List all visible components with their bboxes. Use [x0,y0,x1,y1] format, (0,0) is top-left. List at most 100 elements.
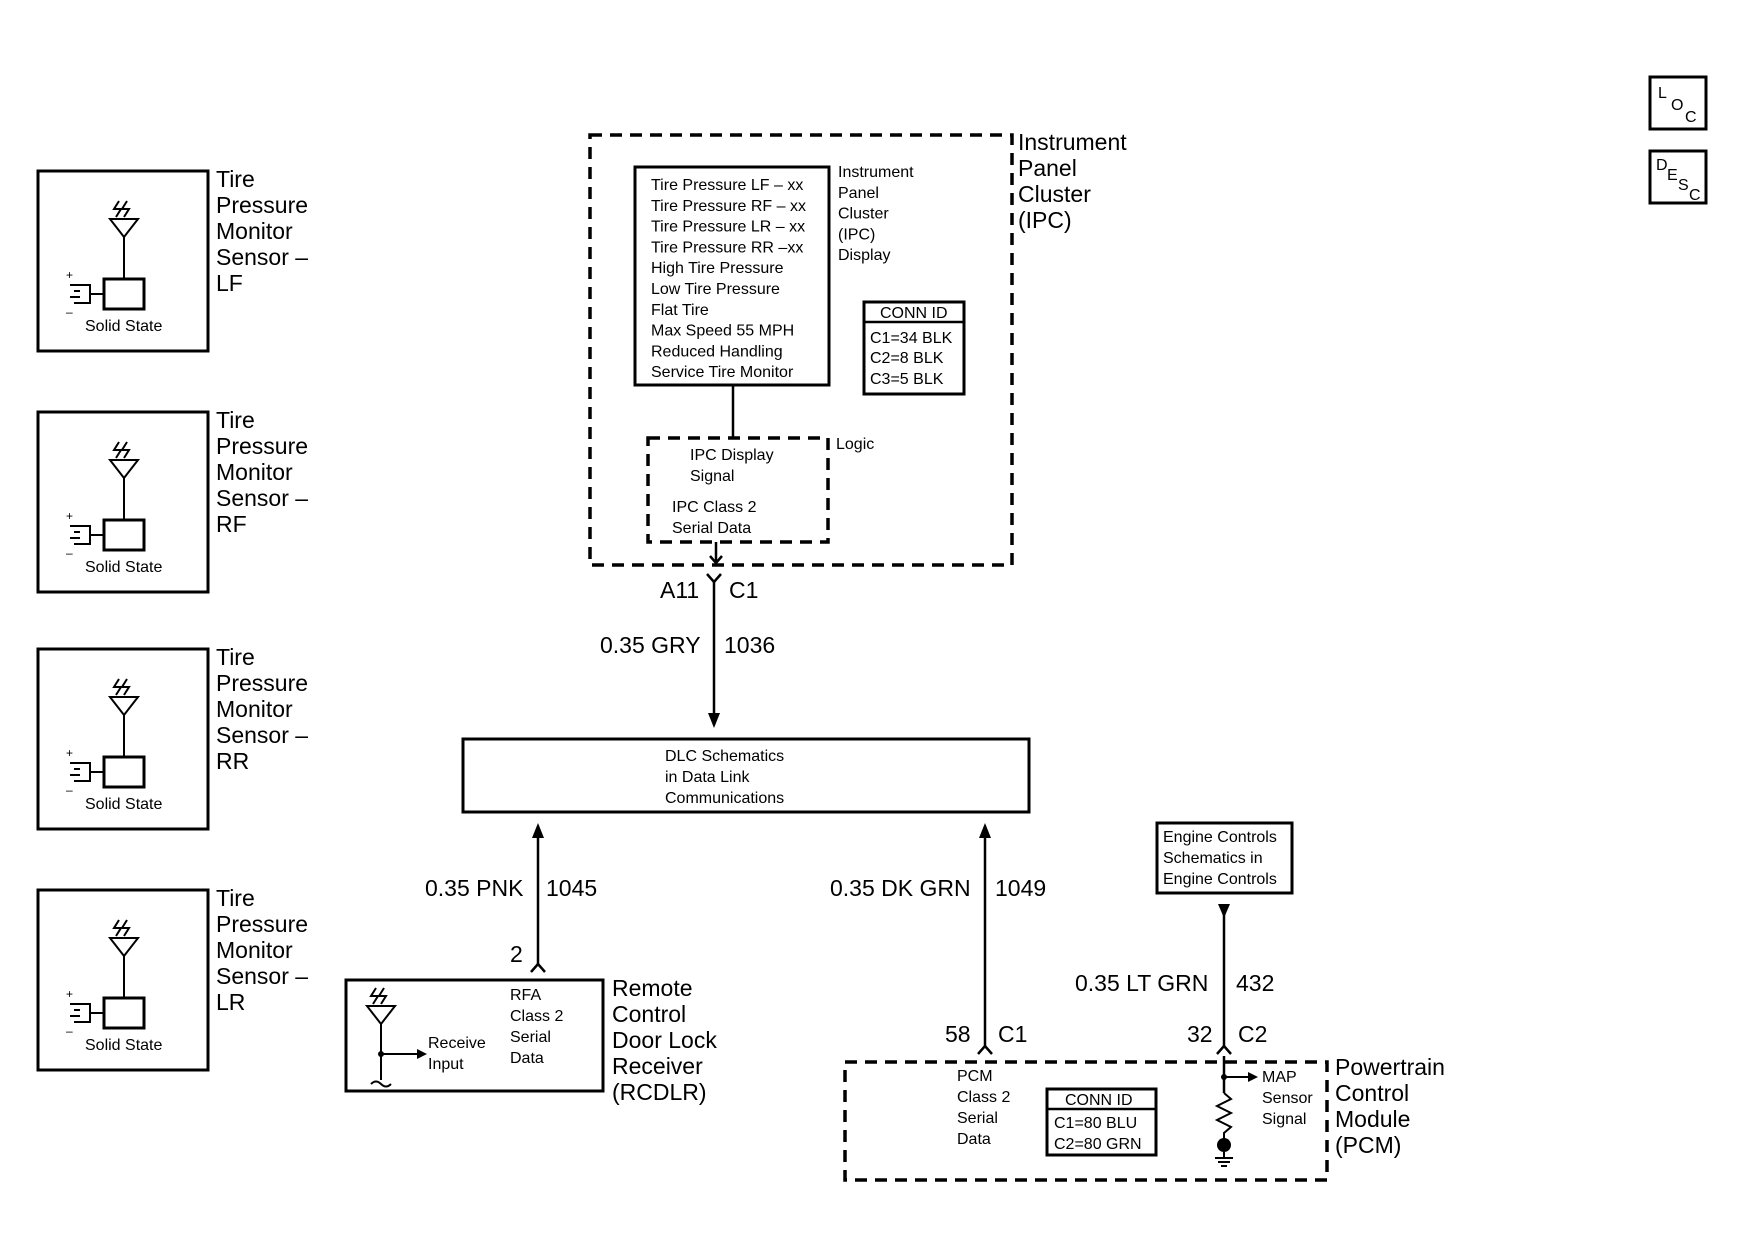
svg-text:Instrument: Instrument [1018,129,1127,155]
svg-text:Input: Input [428,1056,464,1073]
sensor-title-line: Sensor – [216,722,308,748]
svg-text:DLC Schematics: DLC Schematics [665,748,784,765]
svg-text:C1: C1 [729,577,758,603]
svg-text:C2=80 GRN: C2=80 GRN [1054,1136,1142,1153]
ipc-display-message: High Tire Pressure [651,260,784,277]
svg-text:–: – [66,546,73,560]
ipc-display-message: Service Tire Monitor [651,364,794,381]
sensor-title-line: Tire [216,407,255,433]
svg-text:+: + [66,268,73,282]
svg-text:CONN ID: CONN ID [1065,1092,1133,1109]
svg-text:(RCDLR): (RCDLR) [612,1079,707,1105]
sensor-type-label: Solid State [85,318,162,335]
svg-text:–: – [66,783,73,797]
ipc-display-message: Max Speed 55 MPH [651,323,794,340]
ipc-display-label-line: Cluster [838,206,889,223]
battery-icon: +– [66,746,104,797]
sensor-title-line: Monitor [216,218,293,244]
svg-text:MAP: MAP [1262,1069,1297,1086]
svg-text:S: S [1678,177,1689,194]
svg-text:1049: 1049 [995,875,1046,901]
svg-text:0.35 GRY: 0.35 GRY [600,632,701,658]
svg-text:Data: Data [957,1131,991,1148]
sensor-antenna-icon [109,441,139,520]
svg-text:L: L [1658,85,1667,102]
svg-text:IPC Class 2: IPC Class 2 [672,499,757,516]
battery-icon: +– [66,509,104,560]
ipc-display-message: Tire Pressure RR –xx [651,239,803,256]
svg-text:Powertrain: Powertrain [1335,1054,1445,1080]
ipc-display-message: Flat Tire [651,302,709,319]
sensor-title-line: Pressure [216,670,308,696]
sensor-title-line: Monitor [216,696,293,722]
ipc-display-label-line: (IPC) [838,226,875,243]
svg-text:Class 2: Class 2 [957,1089,1010,1106]
battery-icon: +– [66,268,104,319]
ipc-display-message: Tire Pressure LF – xx [651,177,803,194]
sensor-title-line: Pressure [216,433,308,459]
sensor-title-line: Monitor [216,937,293,963]
svg-text:Sensor: Sensor [1262,1090,1313,1107]
svg-text:Schematics in: Schematics in [1163,850,1263,867]
svg-text:Control: Control [612,1001,686,1027]
svg-text:0.35 DK GRN: 0.35 DK GRN [830,875,971,901]
svg-text:C2=8 BLK: C2=8 BLK [870,350,944,367]
svg-text:IPC Display: IPC Display [690,447,774,464]
ipc-display-message: Low Tire Pressure [651,281,780,298]
svg-text:Serial Data: Serial Data [672,520,751,537]
dlc-reference-box[interactable]: DLC Schematics in Data Link Communicatio… [461,737,1031,814]
svg-text:Remote: Remote [612,975,693,1001]
loc-icon[interactable]: L O C [1648,75,1708,131]
ipc-display-label-line: Display [838,247,890,264]
svg-text:Receive: Receive [428,1035,486,1052]
sensor-title-line: Tire [216,885,255,911]
sensor-title-line: Tire [216,166,255,192]
svg-text:Serial: Serial [510,1029,551,1046]
desc-icon[interactable]: D E S C [1648,149,1708,205]
svg-text:E: E [1667,167,1678,184]
ipc-display-label-line: Instrument [838,164,914,181]
wire-ipc-dlc: A11 C1 0.35 GRY 1036 [600,573,775,728]
svg-text:Engine Controls: Engine Controls [1163,871,1277,888]
svg-text:432: 432 [1236,970,1274,996]
svg-text:Panel: Panel [1018,155,1077,181]
svg-text:Signal: Signal [690,468,734,485]
svg-text:Communications: Communications [665,790,784,807]
ipc-conn-id: CONN ID C1=34 BLK C2=8 BLK C3=5 BLK [862,300,966,396]
svg-text:58: 58 [945,1021,971,1047]
svg-text:C: C [1685,109,1697,126]
svg-text:(IPC): (IPC) [1018,207,1072,233]
svg-text:in Data Link: in Data Link [665,769,750,786]
svg-text:D: D [1656,157,1668,174]
svg-text:Receiver: Receiver [612,1053,703,1079]
wire-rcdlr-dlc: 0.35 PNK 1045 2 [425,823,597,973]
svg-text:C1: C1 [998,1021,1027,1047]
sensor-type-label: Solid State [85,1037,162,1054]
sensor-title-line: LF [216,270,243,296]
svg-text:C2: C2 [1238,1021,1267,1047]
ipc-display-messages: Tire Pressure LF – xx Tire Pressure RF – … [651,177,806,381]
powertrain-control-module: PCM Class 2 Serial Data CONN ID C1=80 BL… [843,1054,1445,1182]
sensor-antenna-icon [109,678,139,757]
svg-text:0.35 LT GRN: 0.35 LT GRN [1075,970,1208,996]
ipc-logic-box [646,436,830,544]
svg-text:+: + [66,746,73,760]
svg-text:C: C [1689,187,1701,204]
ipc-display-message: Tire Pressure RF – xx [651,198,806,215]
sensor-title-line: Pressure [216,192,308,218]
svg-text:–: – [66,305,73,319]
instrument-panel-cluster: Instrument Panel Cluster (IPC) Tire Pres… [588,129,1127,567]
sensor-title-line: Tire [216,644,255,670]
svg-text:Serial: Serial [957,1110,998,1127]
sensor-antenna-icon [109,919,139,998]
svg-text:Engine Controls: Engine Controls [1163,829,1277,846]
engine-controls-reference-box[interactable]: Engine Controls Schematics in Engine Con… [1155,821,1294,895]
svg-text:Cluster: Cluster [1018,181,1091,207]
